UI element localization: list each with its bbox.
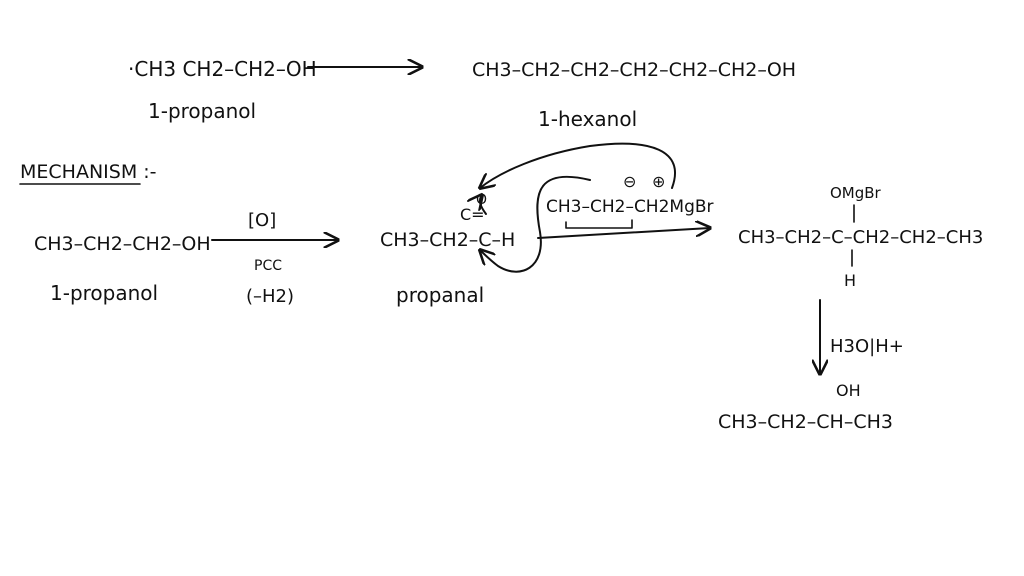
carbonyl-electron-arrow xyxy=(480,195,487,215)
final-chain: CH3–CH2–CH–CH3 xyxy=(718,411,893,433)
intermediate-chain: CH3–CH2–C–CH2–CH2–CH3 xyxy=(738,227,983,248)
start-formula: CH3–CH2–CH2–OH xyxy=(34,233,211,255)
reactant-formula: ·CH3 CH2–CH2–OH xyxy=(128,57,317,81)
reagent-oxidant: [O] xyxy=(248,210,276,231)
loop-arrow xyxy=(480,175,591,273)
product-name: 1-hexanol xyxy=(538,107,637,131)
product-formula: CH3–CH2–CH2–CH2–CH2–CH2–OH xyxy=(472,59,796,81)
reagent-pcc: PCC xyxy=(254,258,282,274)
grignard-addition-arrow xyxy=(537,228,710,239)
grignard-bracket xyxy=(565,219,633,229)
hydrolysis-reagent: H3O|H+ xyxy=(830,336,904,357)
start-name: 1-propanol xyxy=(50,281,158,305)
aldehyde-carbonyl-bond: C= xyxy=(460,205,485,224)
intermediate-top: OMgBr xyxy=(830,184,882,202)
charge-positive: ⊕ xyxy=(652,172,665,191)
charge-negative: ⊖ xyxy=(623,172,636,191)
nucleophile-attack-arrow xyxy=(480,142,676,188)
aldehyde-formula: CH3–CH2–C–H xyxy=(380,229,515,251)
aldehyde-name: propanal xyxy=(396,283,484,307)
mechanism-heading: MECHANISM :- xyxy=(20,161,157,183)
grignard-formula: CH3–CH2–CH2MgBr xyxy=(546,197,714,217)
final-top: OH xyxy=(836,381,861,400)
reactant-name: 1-propanol xyxy=(148,99,256,123)
intermediate-bottom: H xyxy=(844,271,856,290)
reagent-minus-h2: (–H2) xyxy=(246,286,294,307)
